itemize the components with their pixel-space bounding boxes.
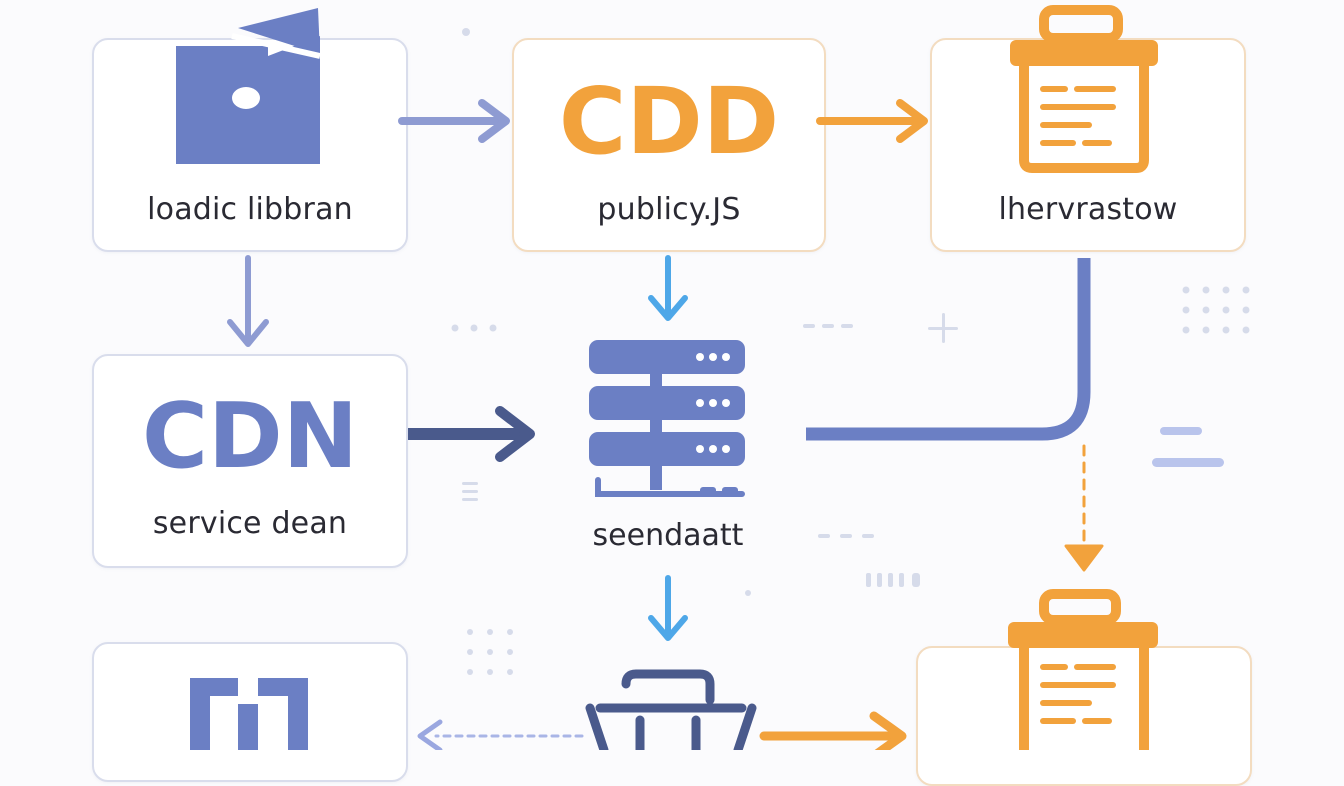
logo-icon xyxy=(190,678,308,750)
basket-icon xyxy=(585,669,757,750)
arrow-load-to-cdn-head xyxy=(227,319,269,347)
dashed-arrow-head xyxy=(1064,544,1104,572)
arrow-cdn-to-server-head xyxy=(495,406,535,462)
clipboard-icon xyxy=(1010,5,1158,173)
arrow-cdd-to-harvest-head xyxy=(896,99,928,143)
clipboard-icon-bottom xyxy=(1008,589,1158,750)
arrow-server-to-bottom-head xyxy=(648,615,688,641)
diagram-canvas xyxy=(176,5,1250,750)
cdn-badge: CDN xyxy=(141,384,359,489)
folder-icon xyxy=(176,8,321,164)
node-label: service dean xyxy=(152,506,348,541)
node-cdn: CDN service dean xyxy=(92,354,408,568)
pipe-harvest-to-server xyxy=(806,258,1091,441)
arrow-load-to-cdd-head xyxy=(478,99,510,143)
arrow-cdd-to-server-head xyxy=(648,295,688,321)
arrow-to-bottom-right-head xyxy=(869,711,907,750)
decorative-marks xyxy=(451,28,1250,675)
connectors xyxy=(227,99,1104,750)
dotted-arrow-head xyxy=(417,719,443,750)
server-icon xyxy=(589,340,745,497)
server-label: seendaatt xyxy=(592,518,744,553)
